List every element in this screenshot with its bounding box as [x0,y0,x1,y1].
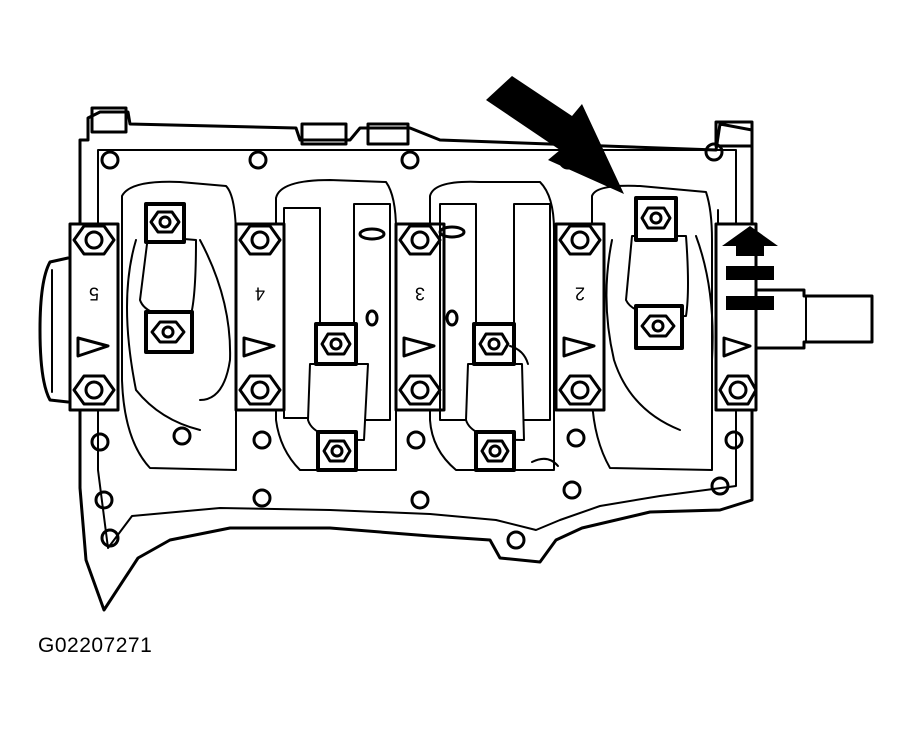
crank-counterweight [695,235,714,361]
cap-number-3: 3 [415,283,425,303]
top-boss [90,106,128,134]
crank-web [283,207,321,419]
block-hole [566,428,586,448]
front-mark-arrow [722,226,778,310]
cap-number-5: 5 [89,283,99,303]
figure-code: G02207271 [38,634,153,657]
block-hole [172,426,192,446]
main-cap-bolt [72,374,116,406]
oil-hole [438,225,466,239]
block-hole [704,142,724,162]
main-cap-bolt [238,374,282,406]
main-cap-bolt [398,374,442,406]
rod-cap-nut [149,210,181,234]
block-hole [562,480,582,500]
main-cap-bolt [72,224,116,256]
crank-web [353,203,391,421]
block-detail [717,209,729,225]
block-hole [248,150,268,170]
top-boss [300,122,348,146]
rod-cap [625,196,689,350]
rod-cap-nut [480,439,510,463]
rod-cap-nut [320,332,352,356]
rod-cap-nut [478,332,510,356]
main-cap-bolt [558,374,602,406]
pointer-arrow [486,76,624,194]
rod-cap-nut [640,206,672,230]
block-hole [100,150,120,170]
oil-hole [358,227,386,241]
block-inner-outline [97,149,737,549]
block-hole [410,490,430,510]
block-hole [94,490,114,510]
block-outline [78,110,754,612]
block-hole [400,150,420,170]
rod-cap [307,322,369,472]
block-hole [252,430,272,450]
oil-hole [365,309,379,327]
crank-counterweight [605,239,681,431]
crank-counterweight [126,239,201,431]
crank-bay [275,179,397,471]
main-cap-bolt [718,374,758,406]
top-boss [366,122,410,146]
rod-cap-nut [150,320,186,344]
block-hole [90,432,110,452]
rod-cap-nut [640,314,676,338]
rod-cap-nut [322,439,352,463]
block-hole [710,476,730,496]
oil-hole [445,309,459,327]
top-boss [714,120,754,148]
block-detail [509,345,529,365]
crank-web [513,203,551,421]
block-hole [100,528,120,548]
block-hole [252,488,272,508]
crank-counterweight [199,239,232,401]
block-detail [531,457,559,467]
crankshaft-snout [754,288,874,350]
crankshaft-nose [38,256,70,404]
block-hole [506,530,526,550]
crank-bay [121,180,237,471]
main-cap-bolt [558,224,602,256]
crank-bay [429,180,555,471]
crank-web [439,203,477,421]
main-cap-bolt [398,224,442,256]
cap-number-4: 4 [255,283,265,303]
block-hole [406,430,426,450]
cap-number-2: 2 [575,283,585,303]
block-hole [724,430,744,450]
rod-cap [139,202,197,354]
main-cap-bolt [238,224,282,256]
